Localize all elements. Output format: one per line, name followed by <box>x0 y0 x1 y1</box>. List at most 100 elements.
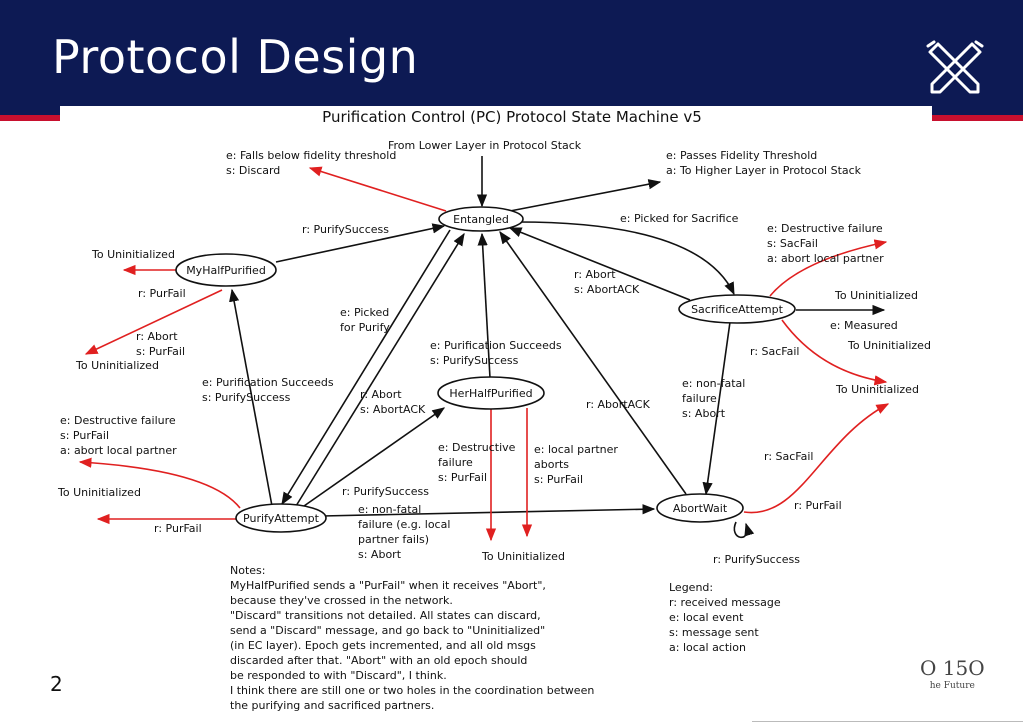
notes-line: the purifying and sacrificed partners. <box>230 699 434 712</box>
label-dest-fail-her-1: e: Destructive <box>438 441 516 454</box>
label-purif-succ-her-2: s: PurifySuccess <box>430 354 519 367</box>
legend-line: r: received message <box>669 596 781 609</box>
notes-line: be responded to with "Discard", I think. <box>230 669 447 682</box>
label-picked-sacrifice: e: Picked for Sacrifice <box>620 212 739 225</box>
arrow-sacrifice-to-abortwait <box>702 321 731 496</box>
state-label-entangled: Entangled <box>453 213 509 226</box>
label-r-abort-sac-1: r: Abort <box>574 268 616 281</box>
label-nonfatal-right-3: s: Abort <box>682 407 726 420</box>
arrow-abortwait-to-entangled <box>499 230 687 495</box>
label-to-uninit-myhalf: To Uninitialized <box>91 248 175 261</box>
accent-bar-right <box>932 115 1023 121</box>
state-sacrificeattempt <box>678 294 796 324</box>
label-dest-fail-left-3: a: abort local partner <box>60 444 177 457</box>
label-local-partner-1: e: local partner <box>534 443 618 456</box>
brand-subtext: he Future <box>929 681 975 691</box>
label-to-uninit-sacfail: To Uninitialized <box>847 339 931 352</box>
notes-line: (in EC layer). Epoch gets incremented, a… <box>230 639 536 652</box>
label-nonfatal-bottom-4: s: Abort <box>358 548 402 561</box>
state-label-myhalfpurified: MyHalfPurified <box>186 264 266 277</box>
label-dest-fail-right-2: s: SacFail <box>767 237 818 250</box>
label-to-uninit-myhalf2: To Uninitialized <box>75 359 159 372</box>
label-local-partner-2: aborts <box>534 458 569 471</box>
accent-bar-left <box>0 115 60 121</box>
label-e-measured: e: Measured <box>830 319 898 332</box>
arrow-entangled-to-sacrifice <box>517 221 735 296</box>
red-arrow-myhalf-abort <box>84 289 223 355</box>
label-r-abort-her-1: r: Abort <box>360 388 402 401</box>
label-nonfatal-bottom-1: e: non-fatal <box>358 503 421 516</box>
label-r-purfail-left: r: PurFail <box>154 522 202 535</box>
notes-line: Notes: <box>230 564 265 577</box>
brand-text: O 15O <box>920 656 985 680</box>
label-local-partner-3: s: PurFail <box>534 473 583 486</box>
arrow-myhalf-to-entangled <box>275 223 446 263</box>
legend-line: Legend: <box>669 581 713 594</box>
notes-block: Notes: MyHalfPurified sends a "PurFail" … <box>230 564 594 712</box>
notes-line: send a "Discard" message, and go back to… <box>230 624 545 637</box>
label-dest-fail-left-2: s: PurFail <box>60 429 109 442</box>
label-picked-purify-1: e: Picked <box>340 306 389 319</box>
notes-line: because they've crossed in the network. <box>230 594 453 607</box>
label-fidelity-below-2: s: Discard <box>226 164 280 177</box>
page-number: 2 <box>50 672 63 696</box>
red-arrow-abortwait-uninit <box>743 403 890 514</box>
legend-block: Legend: r: received message e: local eve… <box>669 581 781 654</box>
label-nonfatal-bottom-2: failure (e.g. local <box>358 518 450 531</box>
notes-line: discarded after that. "Abort" with an ol… <box>230 654 527 667</box>
label-passes-2: a: To Higher Layer in Protocol Stack <box>666 164 862 177</box>
arrow-sacrifice-to-entangled <box>508 227 691 301</box>
brand-mark: O 15O he Future <box>920 656 985 691</box>
arrow-purify-to-herhalf <box>303 407 446 507</box>
red-arrow-purify-destructive <box>78 457 241 509</box>
label-picked-purify-2: for Purify <box>340 321 390 334</box>
label-passes-1: e: Passes Fidelity Threshold <box>666 149 817 162</box>
red-arrow-sacrifice-destructive <box>769 239 888 297</box>
state-label-abortwait: AbortWait <box>673 502 728 515</box>
label-r-abort-her-2: s: AbortACK <box>360 403 426 416</box>
label-r-purifysuccess-mid: r: PurifySuccess <box>342 485 429 498</box>
state-myhalfpurified <box>175 253 277 287</box>
label-r-purfail-myhalf: r: PurFail <box>138 287 186 300</box>
label-to-uninit-sac: To Uninitialized <box>834 289 918 302</box>
title-bar <box>0 0 1023 115</box>
label-r-purifysuccess-self: r: PurifySuccess <box>713 553 800 566</box>
arrow-purify-to-abortwait <box>321 504 656 517</box>
label-r-abort-sac-2: s: AbortACK <box>574 283 640 296</box>
label-to-uninit-left: To Uninitialized <box>57 486 141 499</box>
label-purif-succ-her-1: e: Purification Succeeds <box>430 339 562 352</box>
label-dest-fail-right-1: e: Destructive failure <box>767 222 883 235</box>
label-dest-fail-her-3: s: PurFail <box>438 471 487 484</box>
state-purifyattempt <box>235 503 327 533</box>
state-entangled <box>438 206 524 232</box>
arrow-to-higher <box>509 179 662 212</box>
label-r-abortack: r: AbortACK <box>586 398 651 411</box>
label-nonfatal-bottom-3: partner fails) <box>358 533 429 546</box>
label-r-abort-myhalf-2: s: PurFail <box>136 345 185 358</box>
notes-line: MyHalfPurified sends a "PurFail" when it… <box>230 579 546 592</box>
state-label-herhalfpurified: HerHalfPurified <box>449 387 532 400</box>
label-dest-fail-left-1: e: Destructive failure <box>60 414 176 427</box>
arrow-entangled-to-purify <box>281 229 451 506</box>
legend-line: e: local event <box>669 611 744 624</box>
arrow-purify-to-myhalf <box>229 288 273 507</box>
arrow-abortwait-self-loop <box>733 521 755 539</box>
legend-line: a: local action <box>669 641 746 654</box>
red-arrow-sacrifice-sacfail <box>781 319 888 386</box>
footer-divider <box>752 721 1023 722</box>
label-from-lower: From Lower Layer in Protocol Stack <box>388 139 582 152</box>
state-label-purifyattempt: PurifyAttempt <box>243 512 320 525</box>
label-nonfatal-right-2: failure <box>682 392 717 405</box>
label-dest-fail-right-3: a: abort local partner <box>767 252 884 265</box>
state-abortwait <box>656 493 744 523</box>
label-dest-fail-her-2: failure <box>438 456 473 469</box>
label-to-uninit-right: To Uninitialized <box>835 383 919 396</box>
state-label-sacrificeattempt: SacrificeAttempt <box>691 303 784 316</box>
label-r-sacfail-2: r: SacFail <box>764 450 813 463</box>
label-r-sacfail-1: r: SacFail <box>750 345 799 358</box>
label-r-purifysuccess-top: r: PurifySuccess <box>302 223 389 236</box>
legend-line: s: message sent <box>669 626 759 639</box>
label-nonfatal-right-1: e: non-fatal <box>682 377 745 390</box>
arrow-purify-to-entangled <box>295 232 465 507</box>
